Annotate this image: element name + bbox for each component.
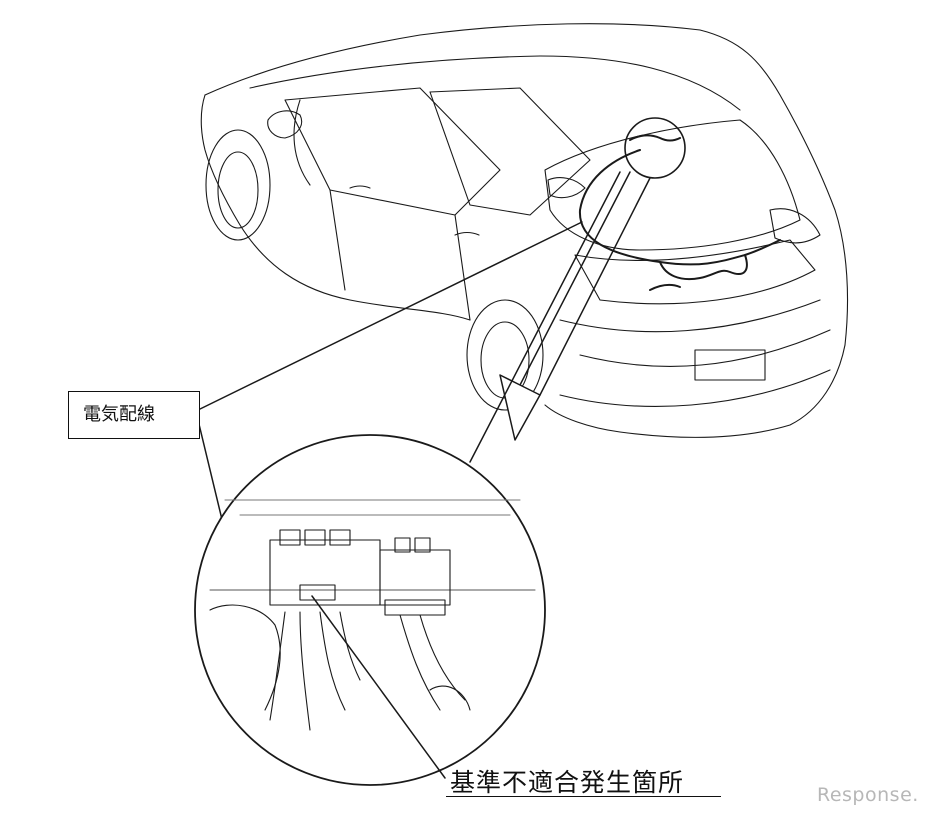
detail-zoom-circle (194, 434, 546, 786)
response-watermark: Response. (817, 784, 919, 806)
electrical-wiring-label: 電気配線 (68, 391, 200, 439)
wiring-harness (578, 134, 781, 291)
car-illustration (200, 23, 849, 438)
zoom-arrow (369, 171, 651, 464)
caption-underline (446, 796, 721, 797)
non-conformity-location-caption: 基準不適合発生箇所 (450, 768, 685, 797)
location-circle (624, 117, 686, 179)
